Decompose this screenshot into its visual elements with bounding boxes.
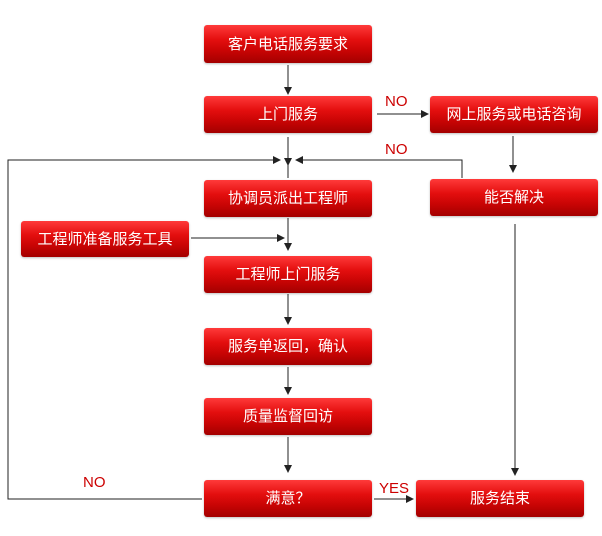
node-return-confirm: 服务单返回，确认 [204,328,372,365]
label-satisfied-yes: YES [379,480,410,497]
node-onsite-service: 上门服务 [204,96,372,133]
node-dispatch-engineer: 协调员派出工程师 [204,180,372,217]
label-onsite-no: NO [385,93,408,110]
node-engineer-onsite: 工程师上门服务 [204,256,372,293]
node-satisfied: 满意？ [204,480,372,517]
arrow-solvable-no-back [295,156,463,178]
node-prepare-tools: 工程师准备服务工具 [21,221,189,257]
arrow-satisfied-no-loop [7,156,281,500]
label-satisfied-no: NO [83,474,106,491]
label-solvable-no: NO [385,141,408,158]
node-solvable: 能否解决 [430,179,598,216]
node-quality-visit: 质量监督回访 [204,398,372,435]
node-request: 客户电话服务要求 [204,25,372,63]
node-service-end: 服务结束 [416,480,584,517]
node-online-or-phone: 网上服务或电话咨询 [430,96,598,133]
